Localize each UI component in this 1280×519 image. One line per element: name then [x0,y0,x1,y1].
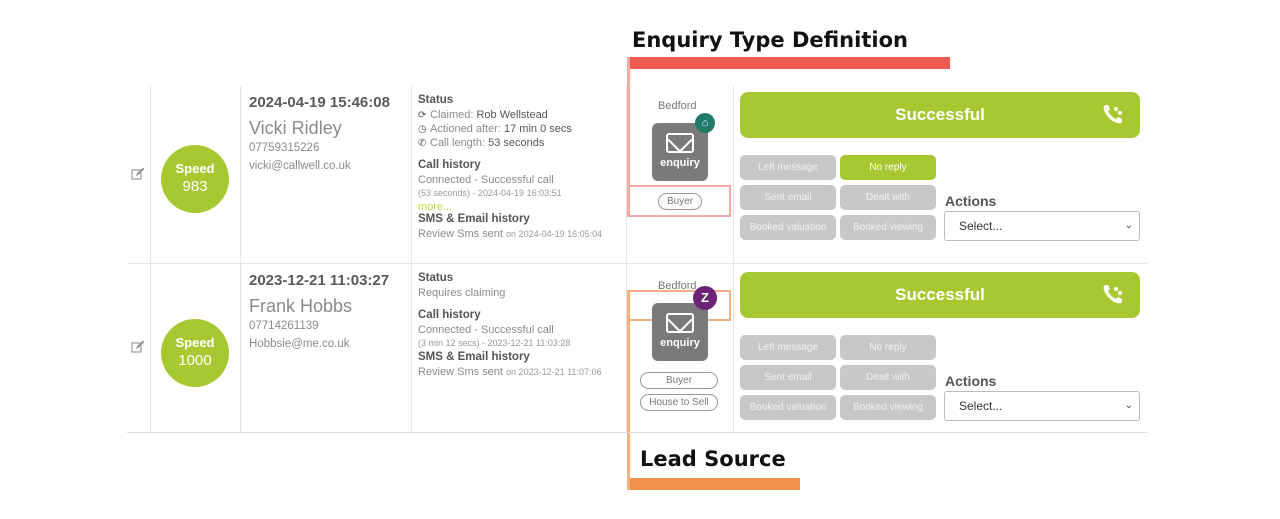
call-length-line: ✆Call length: 53 seconds [418,137,545,149]
contact-phone: 07714261139 [249,320,319,332]
column-divider [150,86,151,263]
speed-label: Speed [175,335,215,350]
contact-email: vicki@callwell.co.uk [249,160,351,172]
chevron-down-icon: ⌄ [1124,400,1133,411]
sms-history-heading: SMS & Email history [418,213,530,225]
chevron-down-icon: ⌄ [1124,220,1133,231]
no-reply-button[interactable]: No reply [840,335,936,360]
clock-icon: ◷ [418,124,427,135]
call-history-entry: Connected - Successful call [418,174,554,186]
phone-icon [1103,285,1122,304]
envelope-icon [666,133,694,153]
branch-name: Bedford [658,100,697,112]
booked-valuation-button[interactable]: Booked valuation [740,395,836,420]
sms-history-heading: SMS & Email history [418,351,530,363]
sms-history-entry: Review Sms sent on 2023-12-21 11:07:06 [418,366,602,378]
contact-name: Frank Hobbs [249,296,353,316]
tag-buyer: Buyer [640,372,718,389]
table-row: Speed 983 2024-04-19 15:46:08 Vicki Ridl… [127,86,1147,264]
dealt-with-button[interactable]: Dealt with [840,365,936,390]
enquiries-table: Speed 983 2024-04-19 15:46:08 Vicki Ridl… [127,86,1147,433]
contact-email: Hobbsie@me.co.uk [249,338,350,350]
speed-badge: Speed 1000 [161,319,229,387]
column-divider [411,264,412,432]
column-divider [240,264,241,432]
status-heading: Status [418,272,454,284]
enquiry-type-annotation-title: Enquiry Type Definition [632,28,908,52]
zoopla-source-icon: Z [693,286,717,310]
left-message-button[interactable]: Left message [740,335,836,360]
enquiry-type-label: enquiry [660,337,700,349]
phone-icon [1103,105,1122,124]
table-row: Speed 1000 2023-12-21 11:03:27 Frank Hob… [127,264,1147,433]
call-history-heading: Call history [418,309,481,321]
phone-small-icon: ✆ [418,138,427,149]
status-column: Status ⟳Claimed: Rob Wellstead ◷Actioned… [418,94,618,240]
sent-email-button[interactable]: Sent email [740,365,836,390]
speed-label: Speed [175,161,215,176]
speed-value: 1000 [178,352,212,369]
more-link[interactable]: more... [418,201,453,213]
dealt-with-button[interactable]: Dealt with [840,185,936,210]
successful-outcome-button[interactable]: Successful [740,272,1140,318]
sms-history-entry: Review Sms sent on 2024-04-19 16:05:04 [418,228,603,240]
enquiry-type-annotation-line [627,57,630,217]
speed-badge: Speed 983 [161,145,229,213]
contact-name: Vicki Ridley [249,118,342,138]
column-divider [240,86,241,263]
booked-viewing-button[interactable]: Booked viewing [840,215,936,240]
envelope-icon [666,313,694,333]
enquiry-type-highlight-box [628,185,731,217]
column-divider [150,264,151,432]
column-divider [733,264,734,432]
status-heading: Status [418,94,454,106]
tag-buyer: Buyer [658,193,702,210]
edit-icon[interactable] [131,167,145,181]
claimed-line: ⟳Claimed: Rob Wellstead [418,109,548,121]
status-text: Requires claiming [418,287,506,299]
enquiry-datetime: 2023-12-21 11:03:27 [249,272,390,289]
enquiry-type-annotation-bar [629,57,950,69]
no-reply-button[interactable]: No reply [840,155,936,180]
enquiry-type-tile: enquiry [652,123,708,181]
column-divider [411,86,412,263]
branch-name: Bedford [658,280,697,292]
column-divider [733,86,734,263]
call-history-detail: (3 min 12 secs) - 2023-12-21 11:03:28 [418,338,571,348]
actions-label: Actions [945,373,997,389]
booked-viewing-button[interactable]: Booked viewing [840,395,936,420]
edit-icon[interactable] [131,340,145,354]
contact-phone: 07759315226 [249,142,320,154]
enquiry-type-tile: enquiry [652,303,708,361]
enquiry-type-label: enquiry [660,157,700,169]
actions-select[interactable]: Select... ⌄ [944,391,1140,421]
status-column: Status Requires claiming Call history Co… [418,272,618,378]
booked-valuation-button[interactable]: Booked valuation [740,215,836,240]
column-divider [626,264,627,432]
actioned-line: ◷Actioned after: 17 min 0 secs [418,123,572,135]
actions-label: Actions [945,193,997,209]
lead-source-annotation-bar [629,478,800,490]
speed-value: 983 [182,178,208,195]
successful-outcome-button[interactable]: Successful [740,92,1140,138]
call-history-heading: Call history [418,159,481,171]
enquiry-datetime: 2024-04-19 15:46:08 [249,94,390,111]
column-divider [626,86,627,263]
actions-select[interactable]: Select... ⌄ [944,211,1140,241]
call-history-entry: Connected - Successful call [418,324,554,336]
call-history-detail: (53 seconds) - 2024-04-19 16:03:51 [418,188,562,198]
house-icon: ⌂ [695,113,715,133]
left-message-button[interactable]: Left message [740,155,836,180]
sent-email-button[interactable]: Sent email [740,185,836,210]
lead-source-annotation-line [627,290,630,490]
lead-source-annotation-title: Lead Source [640,447,786,471]
tag-house-to-sell: House to Sell [640,394,718,411]
claim-icon: ⟳ [418,110,427,121]
